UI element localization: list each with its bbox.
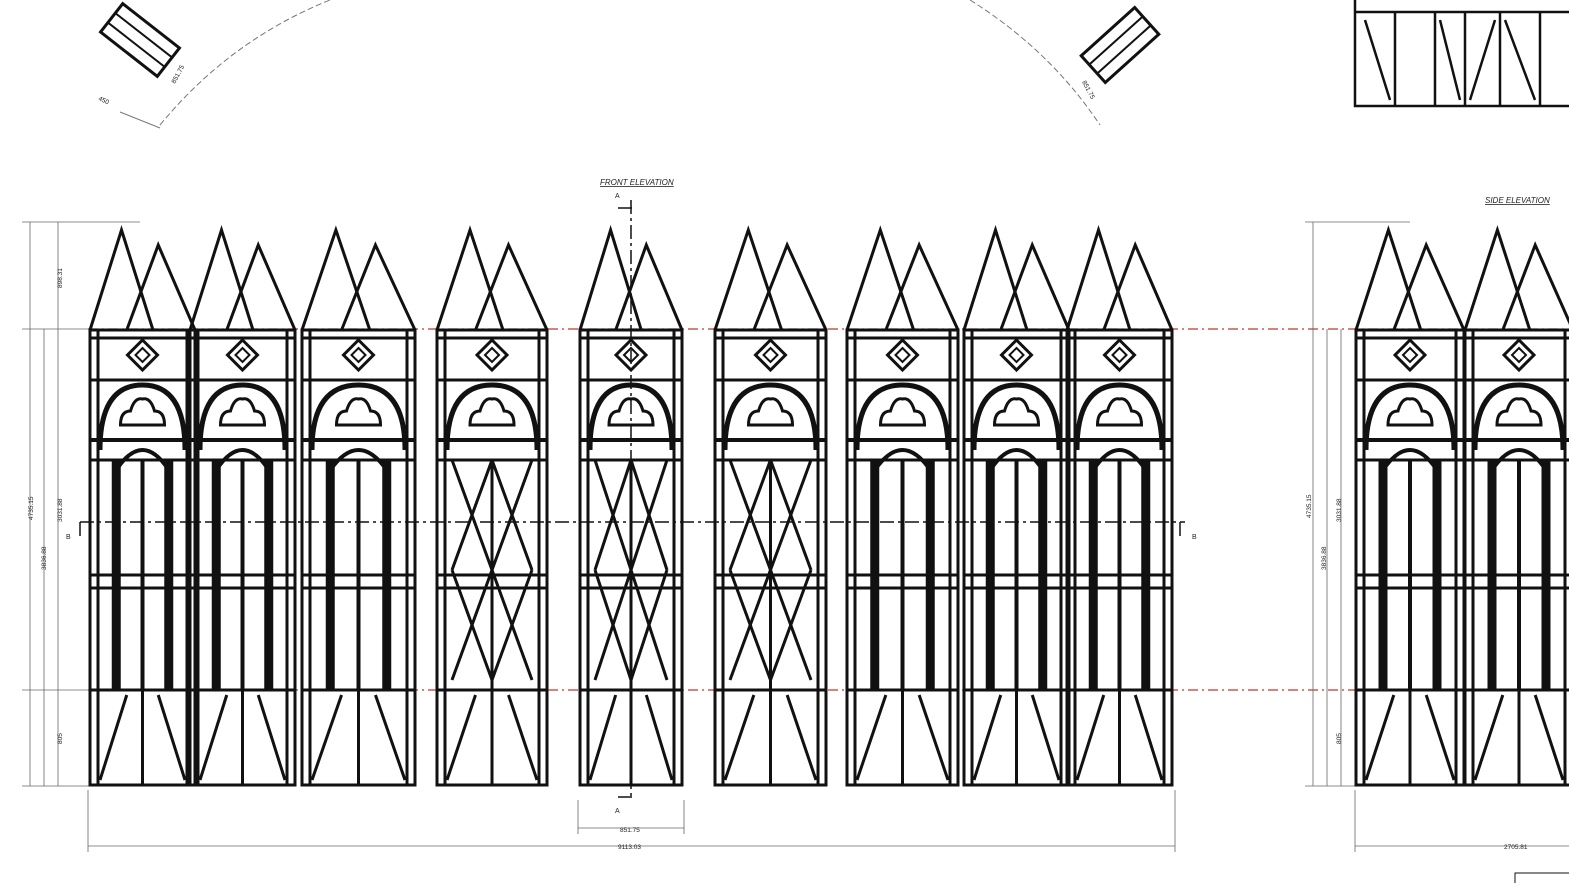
dim-base-height: 805 xyxy=(57,733,64,744)
dimension-lines-side xyxy=(1305,221,1410,787)
plan-fragment-top-right xyxy=(1353,0,1569,108)
dimension-lines-left xyxy=(22,221,140,787)
plan-fragment-right xyxy=(969,0,1161,126)
frame-panel xyxy=(435,225,549,787)
dim-side-width: 2705.81 xyxy=(1504,844,1528,851)
dim-upper-height: 3836.88 xyxy=(41,546,48,570)
side-elevation-title: SIDE ELEVATION xyxy=(1485,196,1550,205)
plan-dim-diag-left: 851.75 xyxy=(171,64,187,85)
frame-panel xyxy=(1463,225,1569,787)
dim-roof-height: 898.31 xyxy=(57,268,64,288)
dim-overall-height: 4735.15 xyxy=(28,496,35,520)
section-a-bottom: A xyxy=(615,808,620,815)
dim-panel-width: 851.75 xyxy=(620,827,640,834)
side-dim-base-height: 805 xyxy=(1336,733,1343,744)
dim-total-width: 9113.03 xyxy=(618,844,641,851)
plan-dim-small: 450 xyxy=(97,95,110,106)
frame-panel xyxy=(1065,225,1174,787)
section-b-left: B xyxy=(66,534,71,541)
section-a-top: A xyxy=(615,193,620,200)
side-dim-overall-height: 4735.15 xyxy=(1306,494,1313,518)
plan-fragment-left xyxy=(98,0,331,129)
section-b-right: B xyxy=(1192,534,1197,541)
side-elevation-panels xyxy=(1354,225,1569,787)
title-block-corner xyxy=(1514,872,1569,883)
front-elevation-panels xyxy=(88,224,1174,787)
frame-panel xyxy=(713,225,828,787)
dimension-lines-bottom xyxy=(87,790,1569,852)
dim-panel-height: 3031.88 xyxy=(57,498,64,522)
frame-panel xyxy=(845,225,960,787)
side-dim-panel-height: 3031.88 xyxy=(1336,498,1343,522)
side-dim-upper-height: 3836.88 xyxy=(1321,546,1328,570)
frame-panel xyxy=(1354,225,1466,787)
frame-panel xyxy=(962,225,1071,787)
plan-dim-diag-right: 851.75 xyxy=(1080,80,1096,101)
frame-panel xyxy=(88,225,197,787)
frame-panel xyxy=(578,224,684,787)
frame-panel xyxy=(188,225,297,787)
front-elevation-title: FRONT ELEVATION xyxy=(600,178,674,187)
frame-panel xyxy=(300,225,417,787)
section-markers xyxy=(79,207,1181,798)
